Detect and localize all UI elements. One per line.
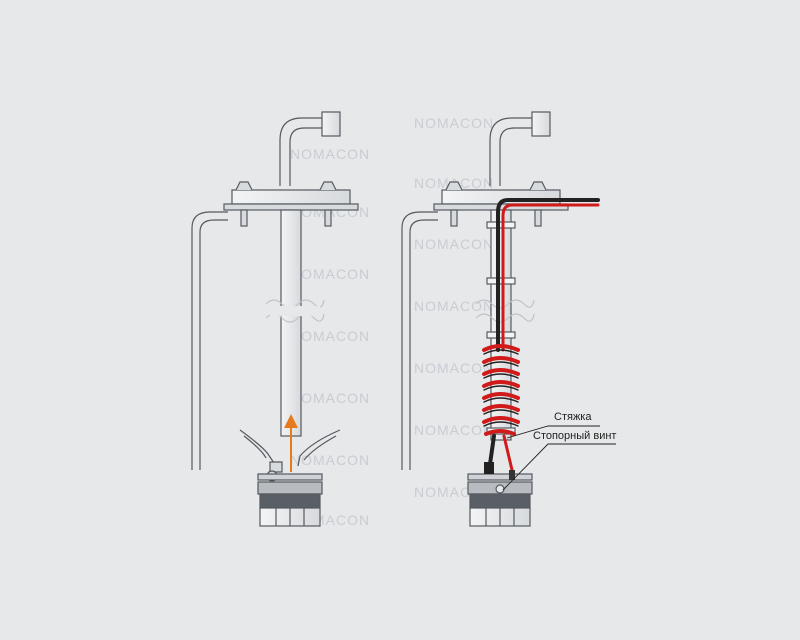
watermark: NOMACON [290,452,371,468]
watermark: NOMACON [290,146,371,162]
heating-cable [482,198,600,480]
elbow-pipe [489,111,551,186]
watermark: NOMACON [414,236,495,252]
watermark: NOMACON [414,422,495,438]
watermark: NOMACON [414,115,495,131]
break-mark-icon [475,299,535,323]
cable-tie [486,277,516,285]
cable-tie [486,221,516,229]
left-assembly [191,111,359,527]
cable-tie [486,331,516,339]
leader-lines [502,425,616,491]
tie-label: Стяжка [554,411,592,423]
lock-screw-label: Стопорный винт [533,430,617,442]
watermark: NOMACON [414,298,495,314]
watermark: NOMACON [290,328,371,344]
vertical-pipe [280,209,302,437]
elbow-pipe [279,111,341,186]
up-arrow-icon [284,414,298,472]
heater-base [467,473,533,527]
heater-base [257,473,323,527]
mounting-flange [223,181,359,227]
watermark: NOMACON [290,266,371,282]
watermark: NOMACON [290,390,371,406]
watermark: NOMACON [414,360,495,376]
